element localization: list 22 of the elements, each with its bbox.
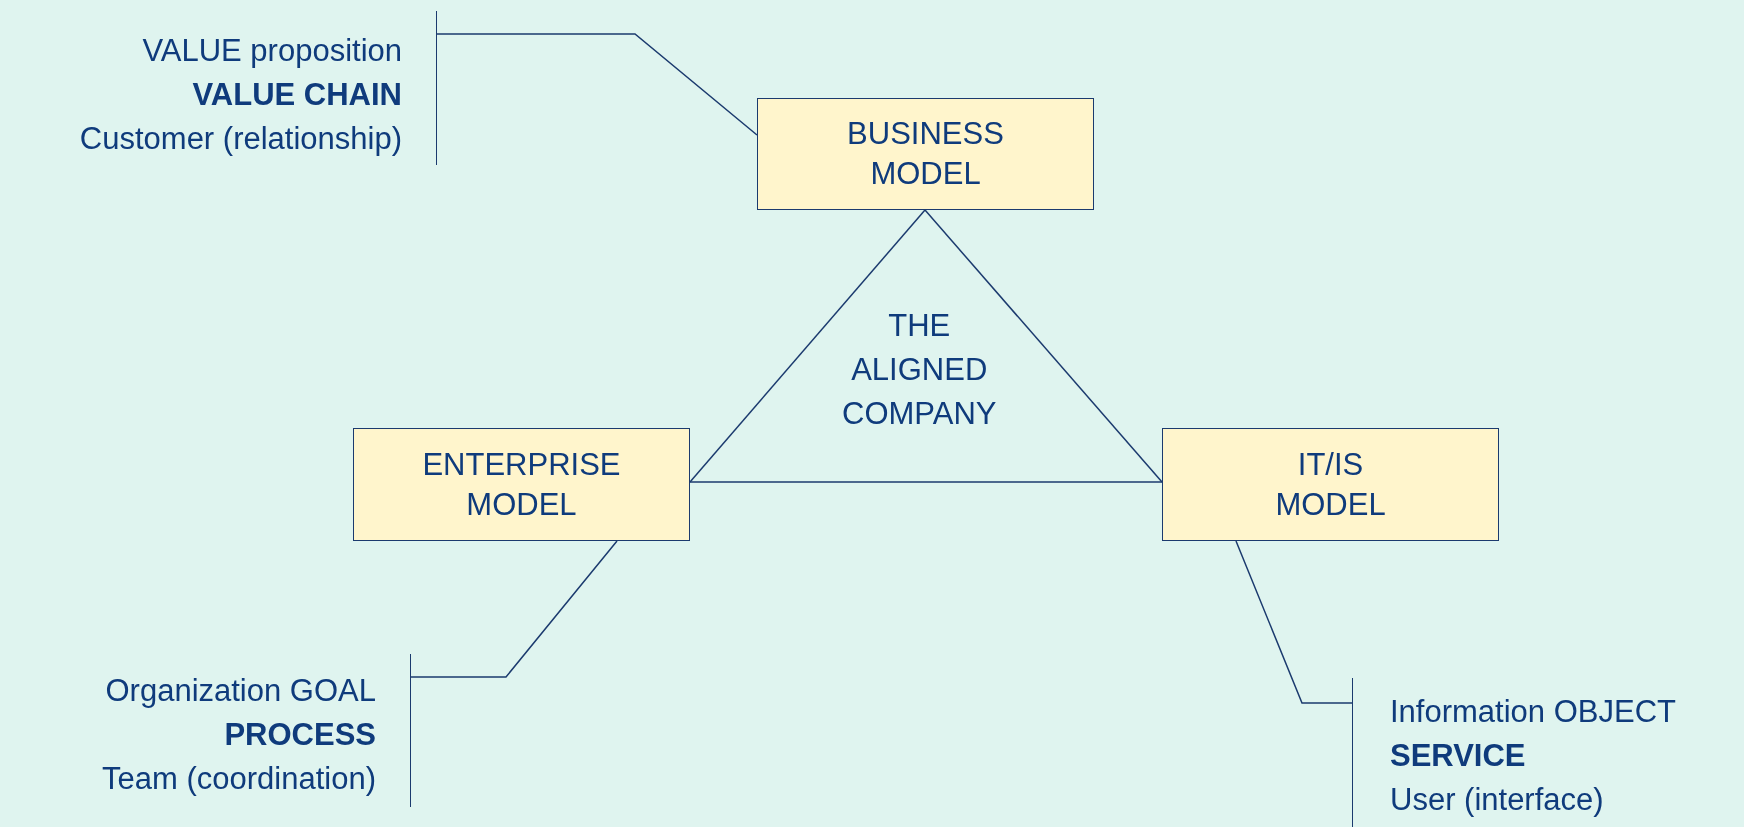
box-label: ENTERPRISE MODEL (422, 445, 621, 524)
connector-line (924, 209, 1163, 483)
box-label: IT/IS MODEL (1275, 445, 1386, 524)
callout-text: User (interface) (1390, 781, 1605, 819)
callout-text: Customer (relationship) (78, 120, 402, 158)
callout-text: Information OBJECT (1390, 693, 1677, 731)
callout-text: Team (coordination) (101, 760, 376, 798)
leader-line (410, 540, 618, 678)
center-label: THE ALIGNED COMPANY (842, 307, 997, 433)
box-label: BUSINESS MODEL (847, 115, 1004, 193)
callout-heading: SERVICE (1390, 737, 1527, 775)
leader-line (436, 33, 758, 136)
callout-heading: VALUE CHAIN (191, 76, 402, 114)
callout-text: Organization GOAL (104, 672, 376, 710)
model-box (1162, 428, 1499, 541)
model-box (757, 98, 1094, 210)
callout-text: VALUE proposition (141, 32, 402, 70)
connector-line (689, 209, 926, 483)
model-box (353, 428, 690, 541)
leader-line (1235, 540, 1353, 704)
callout-heading: PROCESS (223, 716, 376, 754)
connector-line (689, 481, 1163, 483)
